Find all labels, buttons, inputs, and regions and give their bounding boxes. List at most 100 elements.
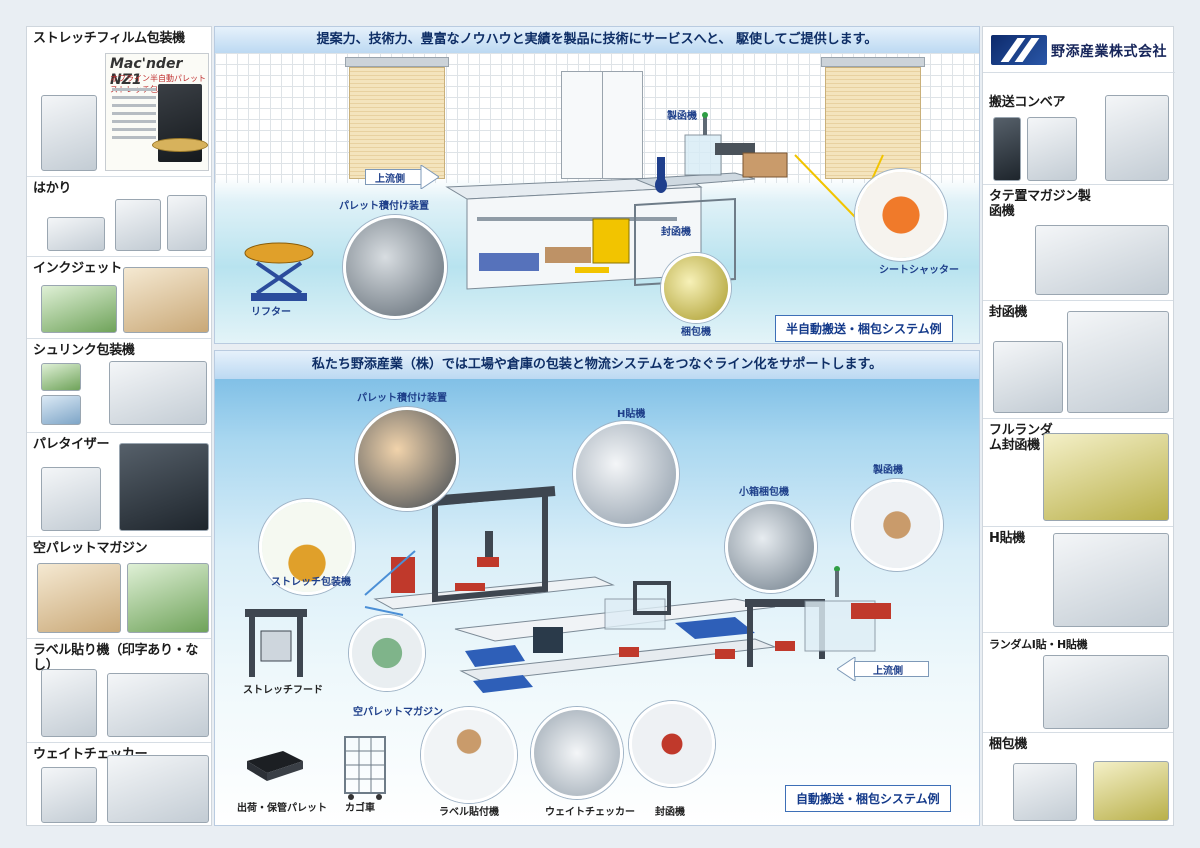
product-random-sealer: フルランダム封函機 bbox=[983, 419, 1173, 527]
auto-line-illustration bbox=[364, 486, 891, 693]
sealer-label: 封函機 bbox=[661, 227, 691, 238]
auto-upstream-label: 上流側 bbox=[873, 666, 903, 677]
palletizer-photo bbox=[119, 443, 209, 531]
semi-auto-system-panel: 提案力、技術力、豊富なノウハウと実績を製品に技術にサービスへと、 駆使してご提供… bbox=[214, 26, 980, 344]
pallet-magazine-photo bbox=[37, 563, 121, 633]
product-palletizer: パレタイザー bbox=[27, 433, 211, 537]
product-strapper: 梱包機 bbox=[983, 733, 1173, 827]
shrink-photo bbox=[41, 363, 81, 391]
roll-shutter bbox=[349, 67, 445, 179]
product-title: 梱包機 bbox=[989, 737, 1028, 752]
semi-auto-line-illustration bbox=[445, 112, 884, 290]
sealer-photo bbox=[993, 341, 1063, 413]
sheet-shutter-photo bbox=[855, 169, 947, 261]
labeler-photo bbox=[107, 673, 209, 737]
strapper-photo bbox=[1093, 761, 1169, 821]
random-sealer-photo bbox=[1043, 433, 1169, 521]
auto-sealer-label: 封函機 bbox=[655, 807, 685, 818]
label-applicator-label: ラベル貼付機 bbox=[439, 807, 499, 818]
company-name: 野添産業株式会社 bbox=[1051, 44, 1167, 60]
nozoe-logo-icon bbox=[991, 35, 1047, 65]
empty-pallet-magazine-photo bbox=[349, 615, 425, 691]
product-shrink-wrapper: シュリンク包装機 bbox=[27, 339, 211, 433]
upstream-arrow: 上流側 bbox=[365, 165, 439, 189]
erector-label: 製函機 bbox=[667, 111, 697, 122]
right-product-column: 野添産業株式会社 搬送コンベア タテ置マガジン製函機 封函機 フルランダム封函機… bbox=[982, 26, 1175, 827]
strapper-photo bbox=[661, 253, 731, 323]
product-stretch-film-wrapper: ストレッチフィルム包装機 Mac'nder NZ1 オフライン半自動パレットスト… bbox=[27, 27, 211, 177]
weight-checker-photo bbox=[107, 755, 209, 823]
product-random-h-taper: ランダムI貼・H貼機 bbox=[983, 633, 1173, 733]
semi-auto-badge: 半自動搬送・梱包システム例 bbox=[775, 315, 953, 342]
product-title: タテ置マガジン製函機 bbox=[989, 189, 1091, 219]
palletizer-photo bbox=[41, 467, 101, 531]
auto-erector-photo bbox=[851, 479, 943, 571]
turntable-icon bbox=[152, 138, 208, 152]
product-h-taper: H貼機 bbox=[983, 527, 1173, 633]
erector-photo bbox=[1035, 225, 1169, 295]
auto-erector-label: 製函機 bbox=[873, 465, 903, 476]
product-title: インクジェット bbox=[33, 261, 122, 276]
shrink-photo bbox=[41, 395, 81, 425]
pallet-loader-photo bbox=[343, 215, 447, 319]
h-taper-photo bbox=[573, 421, 679, 527]
small-box-label: 小箱梱包機 bbox=[739, 487, 789, 498]
auto-pallet-loader-label: パレット積付け装置 bbox=[357, 393, 447, 404]
arrow-right-icon bbox=[420, 165, 439, 189]
sheet-shutter-label: シートシャッター bbox=[879, 265, 959, 276]
left-product-column: ストレッチフィルム包装機 Mac'nder NZ1 オフライン半自動パレットスト… bbox=[26, 26, 212, 826]
roll-shutter bbox=[825, 67, 921, 179]
product-title: ストレッチフィルム包装機 bbox=[33, 31, 185, 46]
product-sealer: 封函機 bbox=[983, 301, 1173, 419]
product-weight-checker: ウェイトチェッカー bbox=[27, 743, 211, 827]
product-inkjet: インクジェット bbox=[27, 257, 211, 339]
cage-cart-label: カゴ車 bbox=[345, 803, 375, 814]
h-taper-photo bbox=[1053, 533, 1169, 627]
empty-pallet-label: 空パレットマガジン bbox=[353, 707, 443, 718]
auto-badge: 自動搬送・梱包システム例 bbox=[785, 785, 951, 812]
shrink-machine-photo bbox=[109, 361, 207, 425]
auto-pallet-loader-photo bbox=[355, 407, 459, 511]
product-title: シュリンク包装機 bbox=[33, 343, 135, 358]
scale-photo bbox=[115, 199, 161, 251]
pallet-illustration bbox=[247, 751, 303, 781]
product-empty-pallet-magazine: 空パレットマガジン bbox=[27, 537, 211, 639]
product-title: 搬送コンベア bbox=[989, 95, 1066, 110]
auto-system-panel: 私たち野添産業（株）では工場や倉庫の包装と物流システムをつなぐライン化をサポート… bbox=[214, 350, 980, 826]
macnder-title: Mac'nder NZ1 bbox=[110, 56, 183, 88]
conveyor-photo bbox=[1027, 117, 1077, 181]
lifter-label: リフター bbox=[251, 307, 291, 318]
product-title: はかり bbox=[33, 181, 72, 196]
product-title: 空パレットマガジン bbox=[33, 541, 148, 556]
scale-photo bbox=[47, 217, 105, 251]
label-applicator-photo bbox=[421, 707, 517, 803]
cage-cart-illustration bbox=[344, 736, 386, 800]
product-title: 封函機 bbox=[989, 305, 1028, 320]
h-taper-label: H貼機 bbox=[617, 409, 646, 420]
stretch-wrapper-label: ストレッチ包装機 bbox=[271, 577, 351, 588]
weight-checker-photo bbox=[41, 767, 97, 823]
inkjet-photo bbox=[41, 285, 117, 333]
labeler-photo bbox=[41, 669, 97, 737]
product-conveyor: 搬送コンベア bbox=[983, 73, 1173, 185]
stretch-hood-illustration bbox=[245, 609, 307, 677]
bottom-banner: 私たち野添産業（株）では工場や倉庫の包装と物流システムをつなぐライン化をサポート… bbox=[215, 351, 979, 379]
inkjet-photo bbox=[123, 267, 209, 333]
sealer-photo bbox=[1067, 311, 1169, 413]
product-magazine-erector: タテ置マガジン製函機 bbox=[983, 185, 1173, 301]
product-scale: はかり bbox=[27, 177, 211, 257]
upstream-label: 上流側 bbox=[375, 174, 405, 185]
top-banner: 提案力、技術力、豊富なノウハウと実績を製品に技術にサービスへと、 駆使してご提供… bbox=[215, 27, 979, 53]
auto-sealer-photo bbox=[629, 701, 715, 787]
conveyor-photo bbox=[993, 117, 1021, 181]
stretch-wrapper-photo bbox=[259, 499, 355, 595]
macnder-brochure: Mac'nder NZ1 オフライン半自動パレットストレッチ包装機 bbox=[105, 53, 209, 171]
shipping-pallet-label: 出荷・保管パレット bbox=[237, 803, 327, 814]
scale-photo bbox=[167, 195, 207, 251]
stretch-hood-label: ストレッチフード bbox=[243, 685, 323, 696]
shutter-housing bbox=[345, 57, 449, 67]
shutter-housing bbox=[821, 57, 925, 67]
product-title: ランダムI貼・H貼機 bbox=[989, 638, 1088, 651]
product-title: パレタイザー bbox=[33, 437, 110, 452]
small-box-photo bbox=[725, 501, 817, 593]
